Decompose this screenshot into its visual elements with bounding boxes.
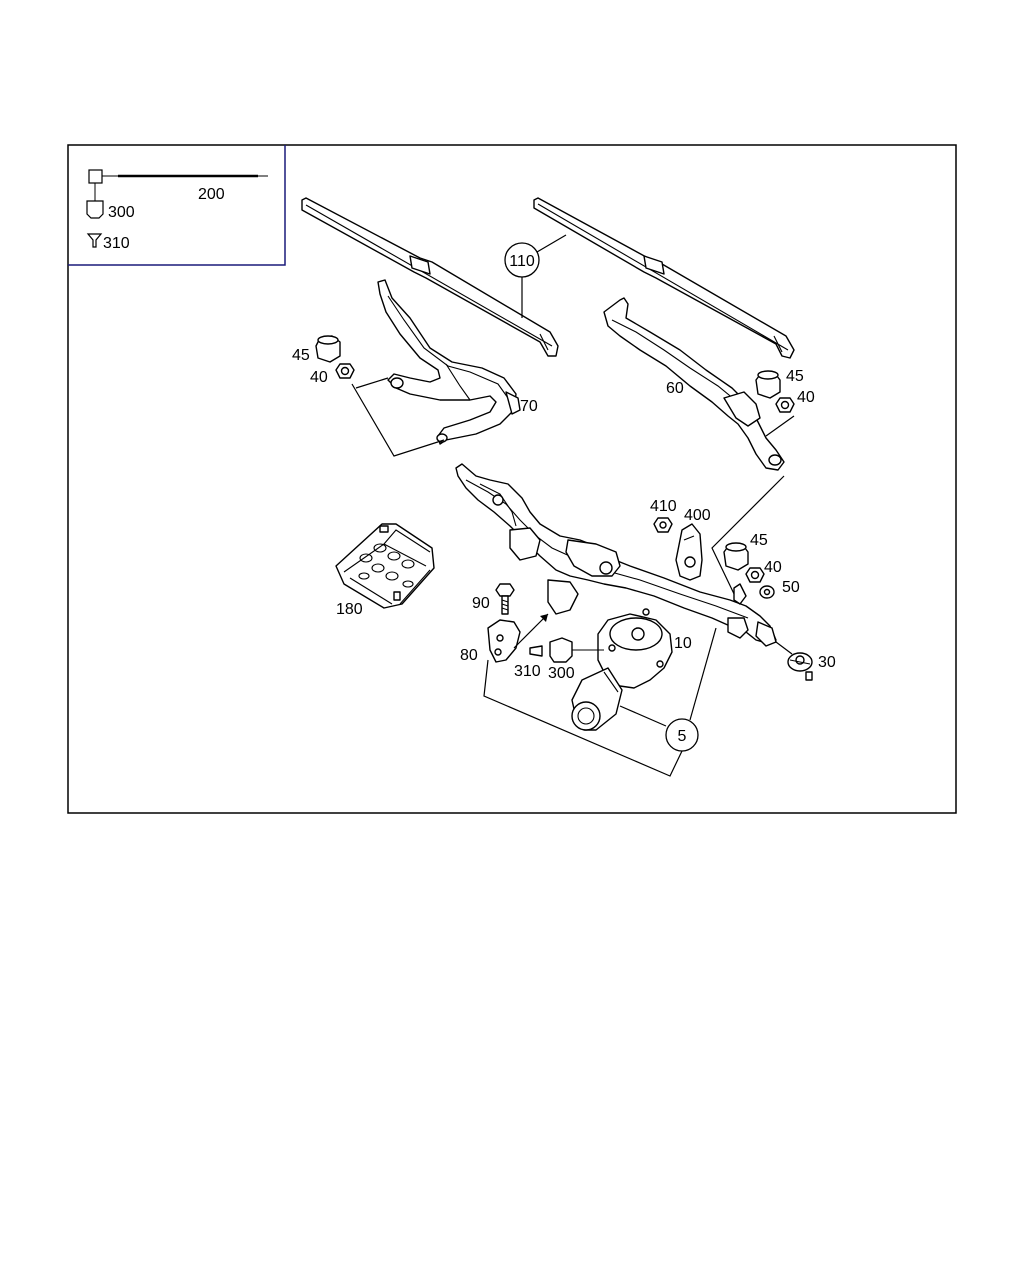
wiper-motor-10 xyxy=(571,608,673,731)
cap-45-lower xyxy=(723,542,749,571)
label-45-left: 45 xyxy=(292,347,310,364)
callout-110: 110 xyxy=(504,234,567,318)
nut-40-right xyxy=(775,397,795,413)
label-90: 90 xyxy=(472,595,490,612)
nut-40-left xyxy=(335,363,355,379)
right-wiper-arm xyxy=(603,297,785,471)
label-70: 70 xyxy=(520,398,538,415)
arrow-80 xyxy=(513,613,549,649)
bracket-400 xyxy=(675,523,703,581)
nut-40-lower xyxy=(745,567,765,583)
grommet-30 xyxy=(787,652,813,681)
washer-50 xyxy=(759,585,775,599)
left-wiper-arm xyxy=(377,279,521,445)
label-40-lower: 40 xyxy=(764,559,782,576)
legend-line-label: 200 xyxy=(198,186,225,203)
label-80: 80 xyxy=(460,647,478,664)
cap-45-left xyxy=(315,335,341,363)
label-400: 400 xyxy=(684,507,711,524)
plug-310 xyxy=(529,645,543,657)
label-60: 60 xyxy=(666,380,684,397)
control-unit-180 xyxy=(335,523,435,609)
bolt-90 xyxy=(495,583,515,615)
label-40-left: 40 xyxy=(310,369,328,386)
plug-icon xyxy=(86,233,103,248)
legend-plug-label: 310 xyxy=(103,235,130,252)
label-300: 300 xyxy=(548,665,575,682)
legend-square-icon xyxy=(88,169,103,184)
label-410: 410 xyxy=(650,498,677,515)
label-45-lower: 45 xyxy=(750,532,768,549)
bracket-80 xyxy=(487,619,521,663)
cap-45-right xyxy=(755,370,781,399)
leader-40-left xyxy=(351,383,445,457)
leader-40-right xyxy=(765,415,795,437)
label-110: 110 xyxy=(509,253,535,270)
label-180: 180 xyxy=(336,601,363,618)
nut-410 xyxy=(653,517,673,533)
label-30: 30 xyxy=(818,654,836,671)
connector-300 xyxy=(549,637,604,663)
left-wiper-blade xyxy=(301,197,559,357)
label-5: 5 xyxy=(678,728,687,745)
legend-box: 200 300 310 xyxy=(68,145,286,266)
label-40-right: 40 xyxy=(797,389,815,406)
label-10: 10 xyxy=(674,635,692,652)
callout-5: 5 xyxy=(483,627,717,777)
legend-connector-label: 300 xyxy=(108,204,135,221)
label-45-right: 45 xyxy=(786,368,804,385)
label-50: 50 xyxy=(782,579,800,596)
label-310: 310 xyxy=(514,663,541,680)
right-wiper-blade xyxy=(533,197,795,359)
wiper-linkage xyxy=(455,463,777,647)
connector-icon xyxy=(86,200,104,219)
leader-45-lower xyxy=(711,475,785,599)
diagram-frame xyxy=(67,144,957,814)
